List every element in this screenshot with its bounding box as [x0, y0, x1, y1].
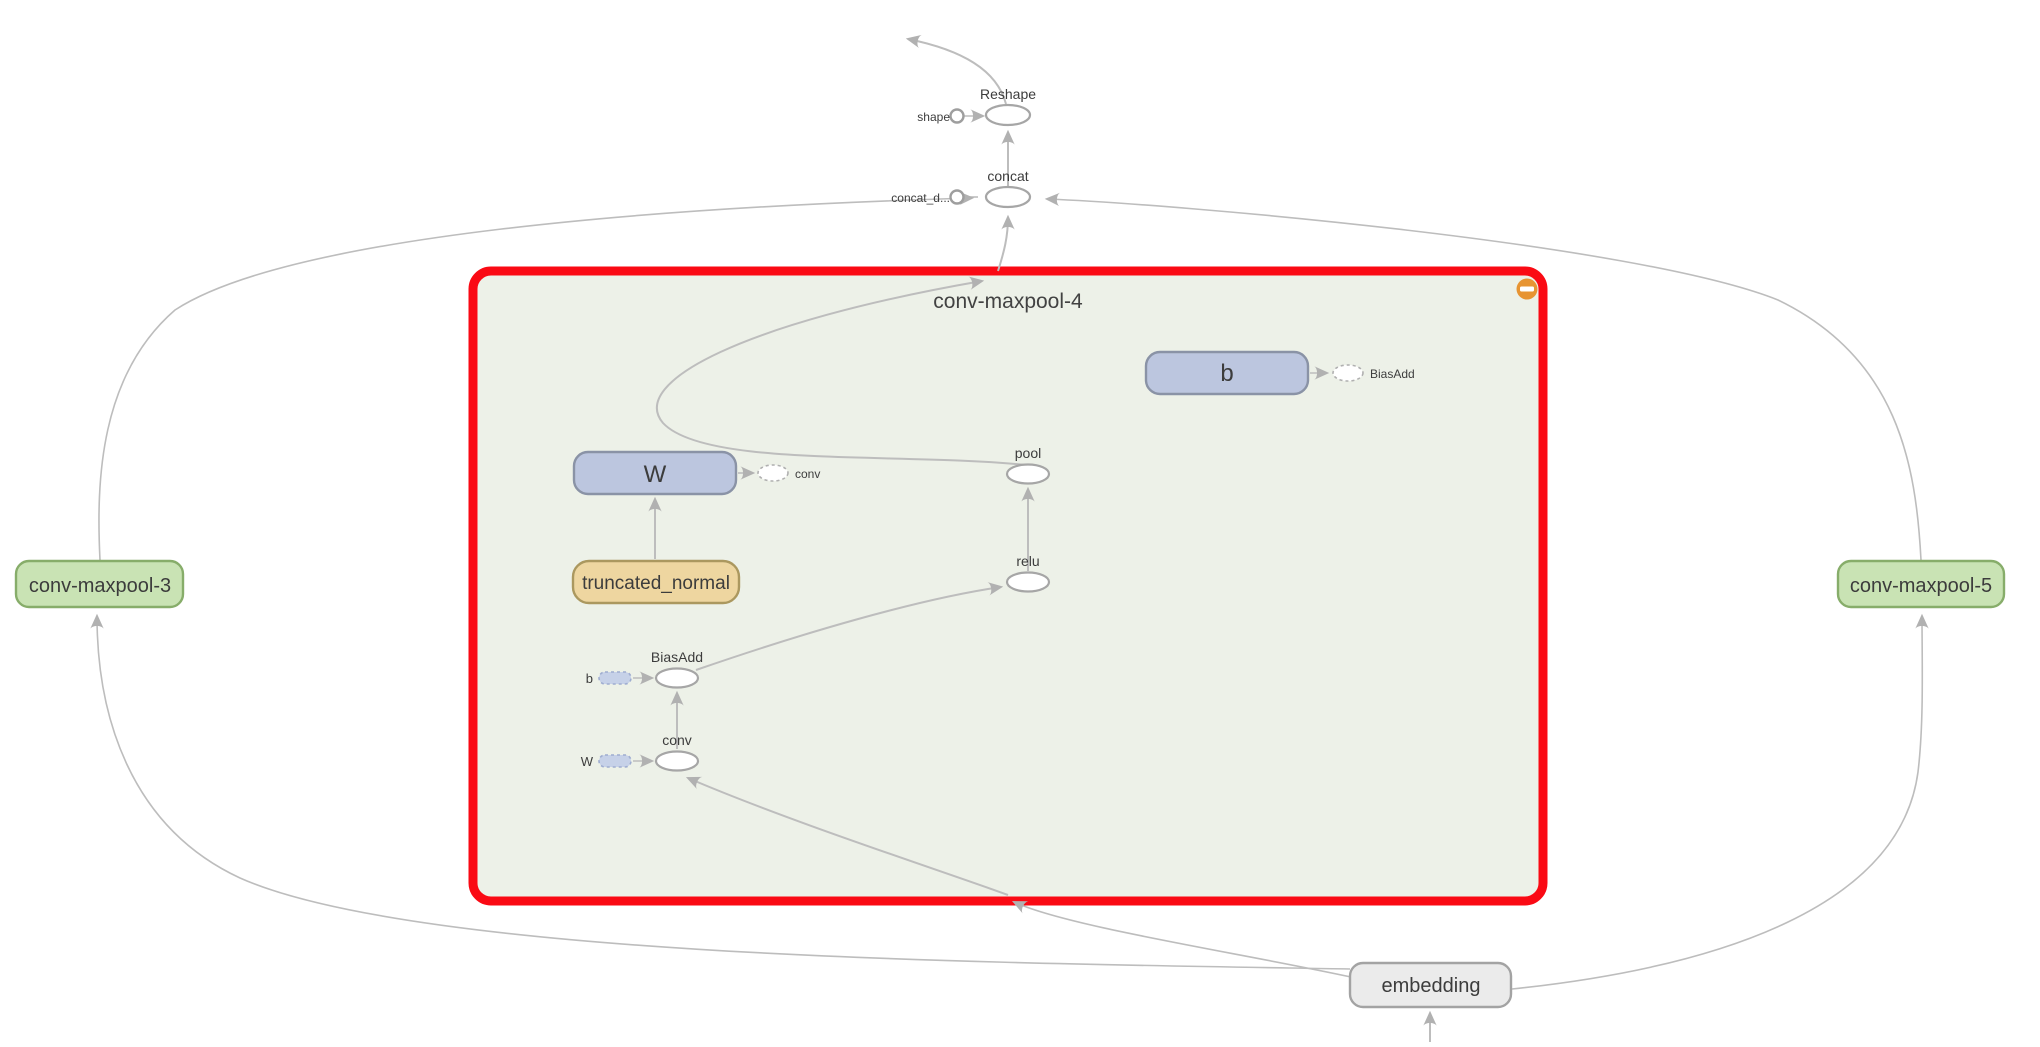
variable-node-b[interactable]: b: [1144, 350, 1310, 396]
ref-annotation-conv[interactable]: conv: [757, 464, 820, 482]
ref-ellipse: [1332, 364, 1364, 382]
collapse-button[interactable]: [1516, 278, 1538, 300]
group-rect: [1836, 559, 2006, 609]
init-label: truncated_normal: [582, 573, 730, 594]
ref-annotation-biasadd[interactable]: BiasAdd: [1332, 364, 1415, 382]
edge-embedding-to-convmaxpool3: [90, 613, 1351, 970]
edge-convmaxpool3-to-concat: [98, 191, 975, 561]
group-node-embedding[interactable]: embedding: [1348, 961, 1513, 1009]
edge-embedding-into-group: [1011, 901, 1352, 978]
op-node-label: relu: [1016, 553, 1039, 569]
edge-pool-to-groupborder: [656, 276, 1027, 466]
group-node-conv-maxpool-5[interactable]: conv-maxpool-5: [1836, 559, 2006, 609]
edge-reshape-output: [905, 34, 1007, 105]
op-node-biasadd[interactable]: BiasAdd: [651, 649, 703, 689]
group-rect: [1348, 961, 1513, 1009]
op-ellipse: [1005, 463, 1051, 485]
const-input-label: shape: [917, 110, 950, 124]
ref-rect: [598, 754, 632, 768]
edge-embedding-to-convmaxpool5: [1511, 613, 1929, 990]
op-ellipse: [984, 185, 1032, 209]
op-node-reshape[interactable]: Reshape: [980, 86, 1036, 127]
ref-annotation-w-input[interactable]: W: [581, 754, 632, 769]
edge-convmaxpool5-to-concat: [1044, 192, 1922, 561]
edge-groupborder-to-conv: [685, 776, 1009, 896]
group-label: conv-maxpool-5: [1850, 575, 1992, 597]
op-node-label: concat: [987, 168, 1028, 184]
op-ellipse: [1005, 571, 1051, 593]
collapse-minus-bar: [1520, 286, 1534, 292]
variable-rect: [1144, 350, 1310, 396]
op-node-concat[interactable]: concat: [984, 168, 1032, 209]
const-input-shape[interactable]: shape: [917, 108, 965, 125]
variable-rect: [572, 450, 738, 496]
op-ellipse: [984, 103, 1032, 127]
variable-label: b: [1220, 360, 1233, 387]
expanded-group-title: conv-maxpool-4: [933, 290, 1083, 313]
ref-ellipse: [757, 464, 789, 482]
edge-group-to-concat: [997, 214, 1015, 272]
const-input-label: concat_d...: [891, 191, 950, 205]
ref-label: conv: [795, 467, 820, 481]
op-node-label: BiasAdd: [651, 649, 703, 665]
group-node-conv-maxpool-3[interactable]: conv-maxpool-3: [14, 559, 185, 609]
ref-label: W: [581, 754, 594, 769]
edge-biasadd-to-relu: [695, 582, 1004, 671]
op-node-pool[interactable]: pool: [1005, 445, 1051, 485]
ref-label: BiasAdd: [1370, 367, 1415, 381]
edges: [90, 34, 1929, 1042]
init-node-truncated-normal[interactable]: truncated_normal: [571, 559, 741, 605]
group-rect: [14, 559, 185, 609]
ref-rect: [598, 671, 632, 685]
op-ellipse: [654, 750, 700, 772]
op-node-conv[interactable]: conv: [654, 732, 700, 772]
op-node-label: Reshape: [980, 86, 1036, 102]
group-label: embedding: [1382, 975, 1481, 997]
init-rect: [571, 559, 741, 605]
group-label: conv-maxpool-3: [29, 575, 171, 597]
const-input-circle: [949, 108, 965, 124]
const-input-concat-dim[interactable]: concat_d...: [891, 189, 965, 206]
op-node-relu[interactable]: relu: [1005, 553, 1051, 593]
ref-label: b: [586, 671, 593, 686]
variable-node-w[interactable]: W: [572, 450, 738, 496]
op-node-label: conv: [662, 732, 692, 748]
op-ellipse: [654, 667, 700, 689]
op-node-label: pool: [1015, 445, 1041, 461]
const-input-circle: [949, 189, 965, 205]
ref-annotation-b-input[interactable]: b: [586, 671, 632, 686]
variable-label: W: [644, 461, 667, 488]
